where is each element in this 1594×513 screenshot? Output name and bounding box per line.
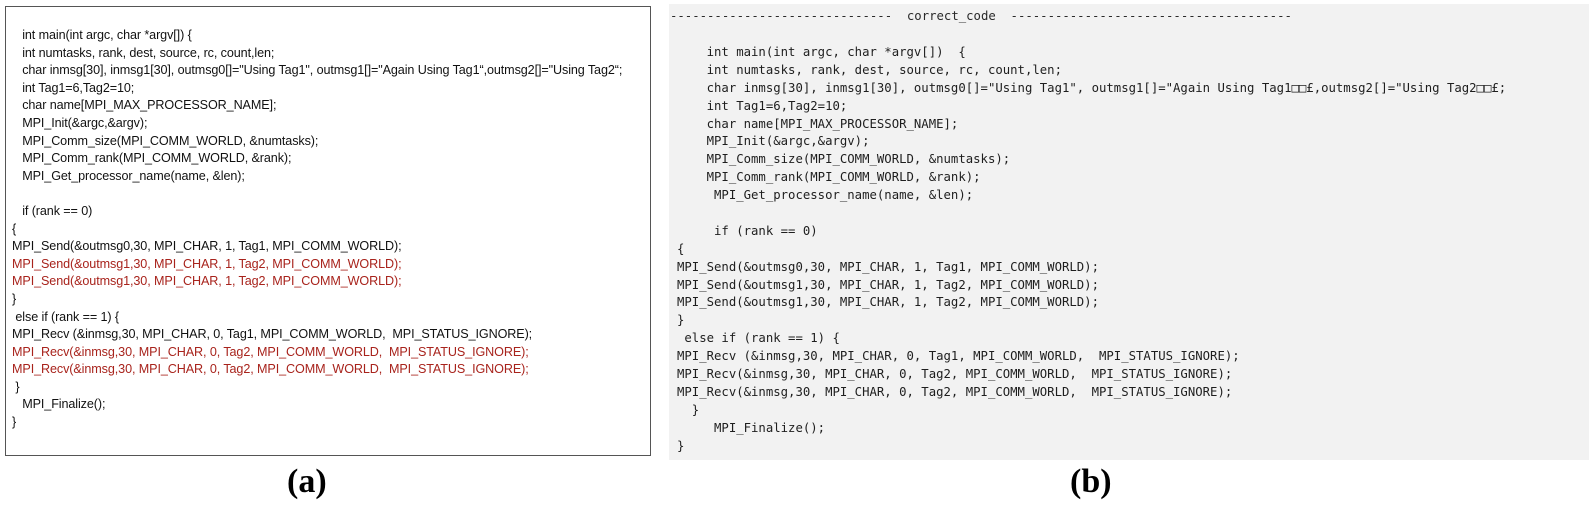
caption-b: (b) — [1070, 463, 1112, 500]
code-line: MPI_Recv (&inmsg,30, MPI_CHAR, 0, Tag1, … — [12, 327, 533, 342]
code-line: if (rank == 0) — [677, 223, 818, 238]
code-line: MPI_Recv(&inmsg,30, MPI_CHAR, 0, Tag2, M… — [677, 384, 1233, 399]
code-line-highlighted: MPI_Recv(&inmsg,30, MPI_CHAR, 0, Tag2, M… — [12, 344, 529, 359]
code-line: int numtasks, rank, dest, source, rc, co… — [677, 62, 1062, 77]
code-line: int main(int argc, char *argv[]) { — [12, 28, 192, 42]
panel-b-code-block: int main(int argc, char *argv[]) { int n… — [677, 44, 1506, 455]
panel-b-code-figure: ------------------------------ correct_c… — [669, 4, 1589, 460]
code-line: int main(int argc, char *argv[]) { — [677, 45, 966, 59]
code-line: MPI_Comm_rank(MPI_COMM_WORLD, &rank); — [12, 151, 292, 166]
code-line: } — [677, 313, 685, 328]
code-line: MPI_Send(&outmsg1,30, MPI_CHAR, 1, Tag2,… — [677, 277, 1099, 292]
code-line: MPI_Get_processor_name(name, &len); — [12, 168, 245, 183]
code-line: if (rank == 0) — [12, 203, 93, 218]
code-line: MPI_Recv(&inmsg,30, MPI_CHAR, 0, Tag2, M… — [677, 367, 1233, 382]
code-line: char name[MPI_MAX_PROCESSOR_NAME]; — [12, 98, 277, 113]
code-line: char name[MPI_MAX_PROCESSOR_NAME]; — [677, 116, 959, 131]
code-line: char inmsg[30], inmsg1[30], outmsg0[]="U… — [677, 80, 1507, 95]
code-line: } — [12, 379, 20, 394]
code-line: } — [12, 291, 17, 306]
code-line: MPI_Get_processor_name(name, &len); — [677, 188, 974, 203]
code-line: MPI_Comm_rank(MPI_COMM_WORLD, &rank); — [677, 170, 981, 185]
code-line: { — [12, 221, 17, 236]
code-line: MPI_Recv (&inmsg,30, MPI_CHAR, 0, Tag1, … — [677, 349, 1240, 364]
code-line: MPI_Comm_size(MPI_COMM_WORLD, &numtasks)… — [677, 152, 1011, 167]
code-line: MPI_Init(&argc,&argv); — [677, 134, 870, 149]
code-line: } — [677, 402, 700, 417]
panel-a-code-block: int main(int argc, char *argv[]) { int n… — [12, 27, 648, 432]
code-line-highlighted: MPI_Send(&outmsg1,30, MPI_CHAR, 1, Tag2,… — [12, 274, 402, 289]
code-line: MPI_Finalize(); — [677, 420, 826, 435]
code-line: char inmsg[30], inmsg1[30], outmsg0[]="U… — [12, 63, 623, 78]
code-line: } — [677, 438, 685, 453]
code-line: int numtasks, rank, dest, source, rc, co… — [12, 45, 275, 60]
code-line: MPI_Send(&outmsg0,30, MPI_CHAR, 1, Tag1,… — [677, 259, 1099, 274]
code-line: { — [677, 241, 685, 256]
code-line — [677, 205, 1506, 223]
code-line-highlighted: MPI_Recv(&inmsg,30, MPI_CHAR, 0, Tag2, M… — [12, 362, 529, 377]
code-line: MPI_Comm_size(MPI_COMM_WORLD, &numtasks)… — [12, 133, 319, 148]
panel-b-header: ------------------------------ correct_c… — [670, 9, 1292, 23]
code-line: MPI_Finalize(); — [12, 397, 106, 412]
code-line: MPI_Send(&outmsg1,30, MPI_CHAR, 1, Tag2,… — [677, 295, 1099, 310]
code-line — [12, 185, 648, 203]
code-line-highlighted: MPI_Send(&outmsg1,30, MPI_CHAR, 1, Tag2,… — [12, 256, 402, 271]
code-line: } — [12, 415, 17, 430]
caption-a: (a) — [287, 463, 327, 500]
code-line: int Tag1=6,Tag2=10; — [12, 80, 135, 95]
code-line: MPI_Init(&argc,&argv); — [12, 115, 148, 130]
code-line: int Tag1=6,Tag2=10; — [677, 98, 848, 113]
code-line: else if (rank == 1) { — [677, 331, 840, 346]
code-line: MPI_Send(&outmsg0,30, MPI_CHAR, 1, Tag1,… — [12, 239, 402, 254]
panel-a-code-figure: int main(int argc, char *argv[]) { int n… — [5, 6, 651, 456]
code-line: else if (rank == 1) { — [12, 309, 119, 324]
